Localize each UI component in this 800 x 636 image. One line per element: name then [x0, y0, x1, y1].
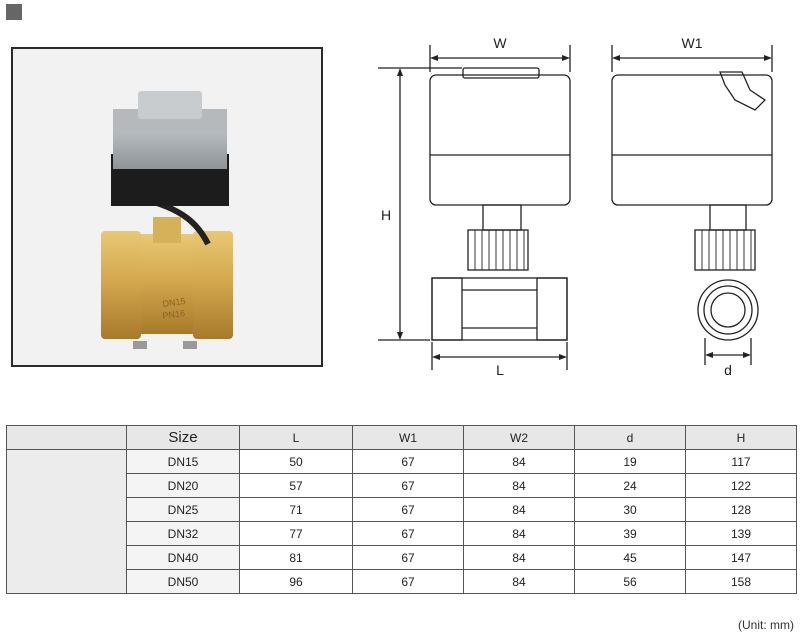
- cell-size: DN50: [126, 569, 240, 594]
- column-header: W1: [352, 425, 464, 450]
- cell-w2: 84: [463, 545, 575, 570]
- cell-size: DN25: [126, 497, 240, 522]
- cell-w1: 67: [352, 473, 464, 498]
- cell-l: 57: [239, 473, 353, 498]
- cell-size: DN20: [126, 473, 240, 498]
- cell-h: 139: [685, 521, 797, 546]
- column-header: L: [239, 425, 353, 450]
- spec-table: Size L W1 W2 d H DN15 50 67 84 19 117 DN…: [6, 425, 797, 594]
- cell-size: DN40: [126, 545, 240, 570]
- cell-size: DN32: [126, 521, 240, 546]
- dim-label-w1: W1: [682, 35, 703, 51]
- dim-label-h: H: [381, 207, 391, 223]
- cell-d: 19: [574, 449, 686, 474]
- table-header-row: Size L W1 W2 d H: [6, 425, 797, 450]
- column-header: W2: [463, 425, 575, 450]
- body-marking-line-1: DN15: [162, 296, 186, 309]
- table-row: DN15 50 67 84 19 117: [6, 449, 797, 594]
- cell-w1: 67: [352, 569, 464, 594]
- dimension-drawing: W W1 H L d: [378, 35, 773, 378]
- cell-h: 128: [685, 497, 797, 522]
- cell-w1: 67: [352, 497, 464, 522]
- cell-l: 81: [239, 545, 353, 570]
- corner-marker: [6, 4, 22, 20]
- column-header: Size: [126, 425, 240, 450]
- table-row: DN40 81 67 84 45 147: [7, 545, 797, 570]
- body-marking-line-2: PN16: [162, 308, 186, 321]
- cell-h: 122: [685, 473, 797, 498]
- cell-w2: 84: [463, 473, 575, 498]
- table-row: DN32 77 67 84 39 139: [7, 521, 797, 546]
- cell-d: 30: [574, 497, 686, 522]
- cell-h: 158: [685, 569, 797, 594]
- cell-h: 147: [685, 545, 797, 570]
- cell-w2: 84: [463, 449, 575, 474]
- cell-w1: 67: [352, 449, 464, 474]
- cell-d: 24: [574, 473, 686, 498]
- cell-h: 117: [685, 449, 797, 474]
- cell-w2: 84: [463, 569, 575, 594]
- cell-w2: 84: [463, 521, 575, 546]
- cell-d: 45: [574, 545, 686, 570]
- cell-d: 39: [574, 521, 686, 546]
- header-blank-cell: [6, 425, 127, 450]
- cell-l: 77: [239, 521, 353, 546]
- table-row: DN50 96 67 84 56 158: [7, 569, 797, 594]
- product-photo: DN15 PN16: [11, 47, 323, 367]
- cell-d: 56: [574, 569, 686, 594]
- dim-label-w: W: [493, 35, 507, 51]
- cell-w1: 67: [352, 521, 464, 546]
- row-group-blank-cell: [6, 449, 127, 594]
- dim-label-l: L: [496, 362, 504, 378]
- cell-size: DN15: [126, 449, 240, 474]
- column-header: d: [574, 425, 686, 450]
- cell-l: 96: [239, 569, 353, 594]
- unit-note: (Unit: mm): [738, 618, 794, 632]
- dim-label-d: d: [724, 362, 732, 378]
- cell-l: 71: [239, 497, 353, 522]
- cell-w2: 84: [463, 497, 575, 522]
- column-header: H: [685, 425, 797, 450]
- cell-w1: 67: [352, 545, 464, 570]
- cell-l: 50: [239, 449, 353, 474]
